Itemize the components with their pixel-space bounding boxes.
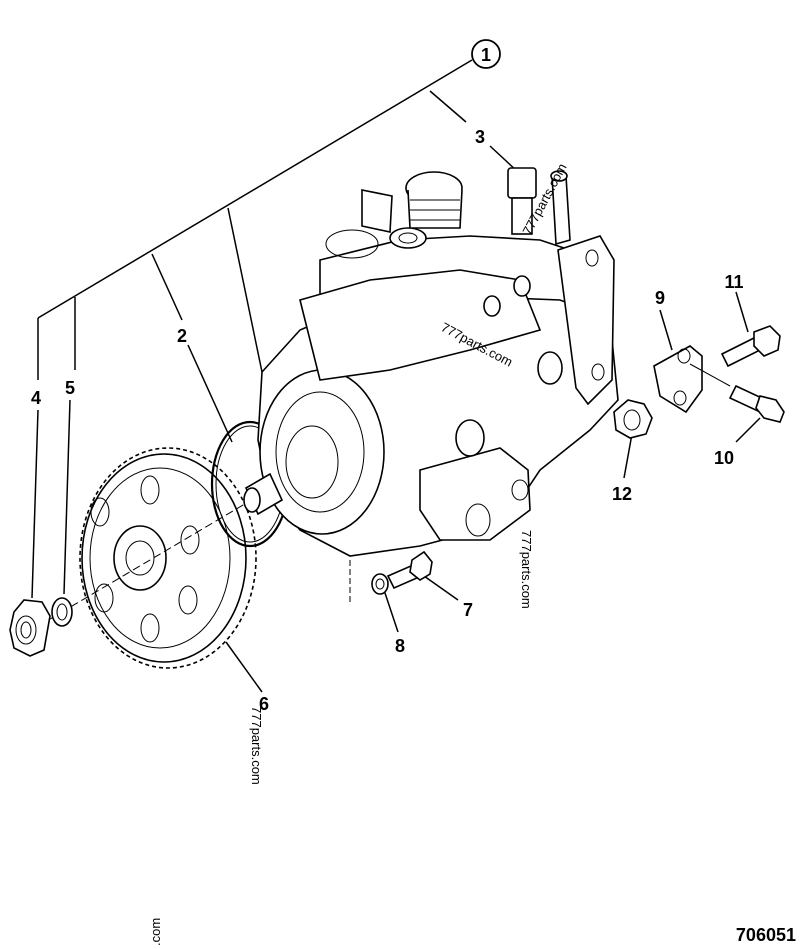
gear xyxy=(79,447,257,669)
callout-7: 7 xyxy=(463,600,473,620)
callout-10: 10 xyxy=(714,448,734,468)
bolt-11 xyxy=(720,325,781,368)
callout-4: 4 xyxy=(31,388,41,408)
small-washer xyxy=(371,573,389,595)
leader-lines xyxy=(31,59,761,693)
flange-nut xyxy=(613,399,653,439)
callout-2: 2 xyxy=(177,326,187,346)
callout-3: 3 xyxy=(475,127,485,147)
watermark-right: 777parts.com xyxy=(519,530,534,609)
figure-number: 706051 xyxy=(736,925,796,945)
callout-11: 11 xyxy=(724,272,743,292)
pump-body xyxy=(243,167,619,557)
callout-12: 12 xyxy=(612,484,632,504)
callout-9: 9 xyxy=(655,288,665,308)
callout-5: 5 xyxy=(65,378,75,398)
callout-6: 6 xyxy=(259,694,269,714)
bolt-10 xyxy=(728,384,785,423)
callout-1: 1 xyxy=(481,45,491,65)
washer xyxy=(51,597,73,627)
nut xyxy=(9,599,51,657)
watermark-gear: 777parts.com xyxy=(249,706,264,785)
callout-8: 8 xyxy=(395,636,405,656)
watermark-bottom: .com xyxy=(148,918,163,946)
bolt xyxy=(386,550,433,590)
bracket xyxy=(653,345,703,414)
callout-circle-1 xyxy=(471,39,501,69)
